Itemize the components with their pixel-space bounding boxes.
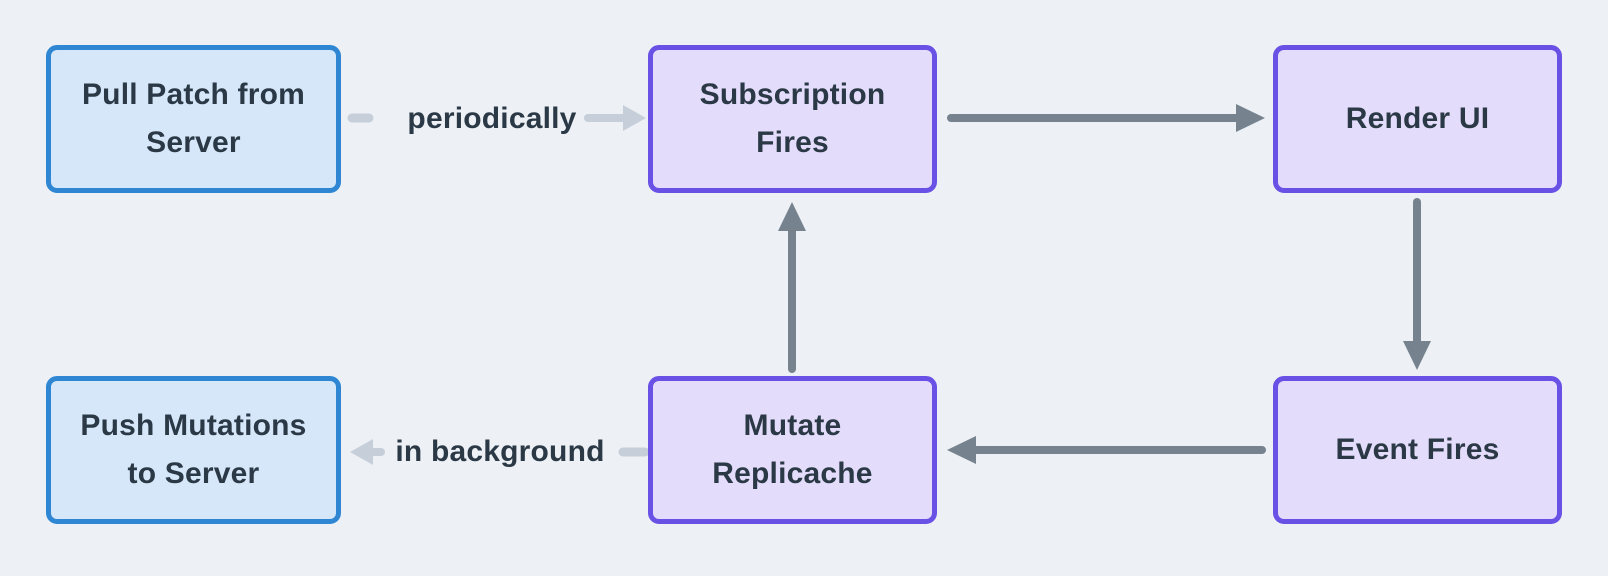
edge-render-to-event-arrow (1403, 198, 1431, 370)
edge-pull-to-subscription-connector (347, 105, 646, 131)
node-label-line: Replicache (712, 457, 873, 490)
node-label-line: Push Mutations (80, 409, 307, 442)
node-label-line: Subscription (699, 78, 886, 111)
node-push-mutations-to-server: Push Mutations to Server (46, 376, 341, 524)
edge-label-periodically: periodically (407, 102, 577, 135)
node-subscription-label: Subscription Fires (700, 71, 886, 167)
node-label-line: Render UI (1345, 102, 1490, 135)
node-event-fires-label: Event Fires (1336, 426, 1500, 474)
node-mutate-replicache: Mutate Replicache (648, 376, 937, 524)
node-label-line: to Server (127, 457, 260, 490)
node-label-line: Pull Patch from (81, 78, 306, 111)
node-label-line: Server (146, 126, 241, 159)
node-mutate-replicache-label: Mutate Replicache (712, 402, 872, 498)
node-event-fires: Event Fires (1273, 376, 1562, 524)
node-render-ui: Render UI (1273, 45, 1562, 193)
node-push-mutations-label: Push Mutations to Server (80, 402, 306, 498)
edge-mutate-to-subscription-arrow (778, 202, 806, 373)
node-label-line: Fires (756, 126, 829, 159)
node-subscription-fires: Subscription Fires (648, 45, 937, 193)
edge-label-in-background: in background (395, 435, 605, 468)
node-pull-patch-label: Pull Patch from Server (82, 71, 305, 167)
edge-event-to-mutate-arrow (947, 436, 1266, 464)
node-label-line: Mutate (743, 409, 842, 442)
edge-mutate-to-push-connector (350, 439, 650, 465)
edge-subscription-to-render-arrow (947, 104, 1265, 132)
node-render-ui-label: Render UI (1346, 95, 1490, 143)
node-pull-patch-from-server: Pull Patch from Server (46, 45, 341, 193)
node-label-line: Event Fires (1335, 433, 1500, 466)
